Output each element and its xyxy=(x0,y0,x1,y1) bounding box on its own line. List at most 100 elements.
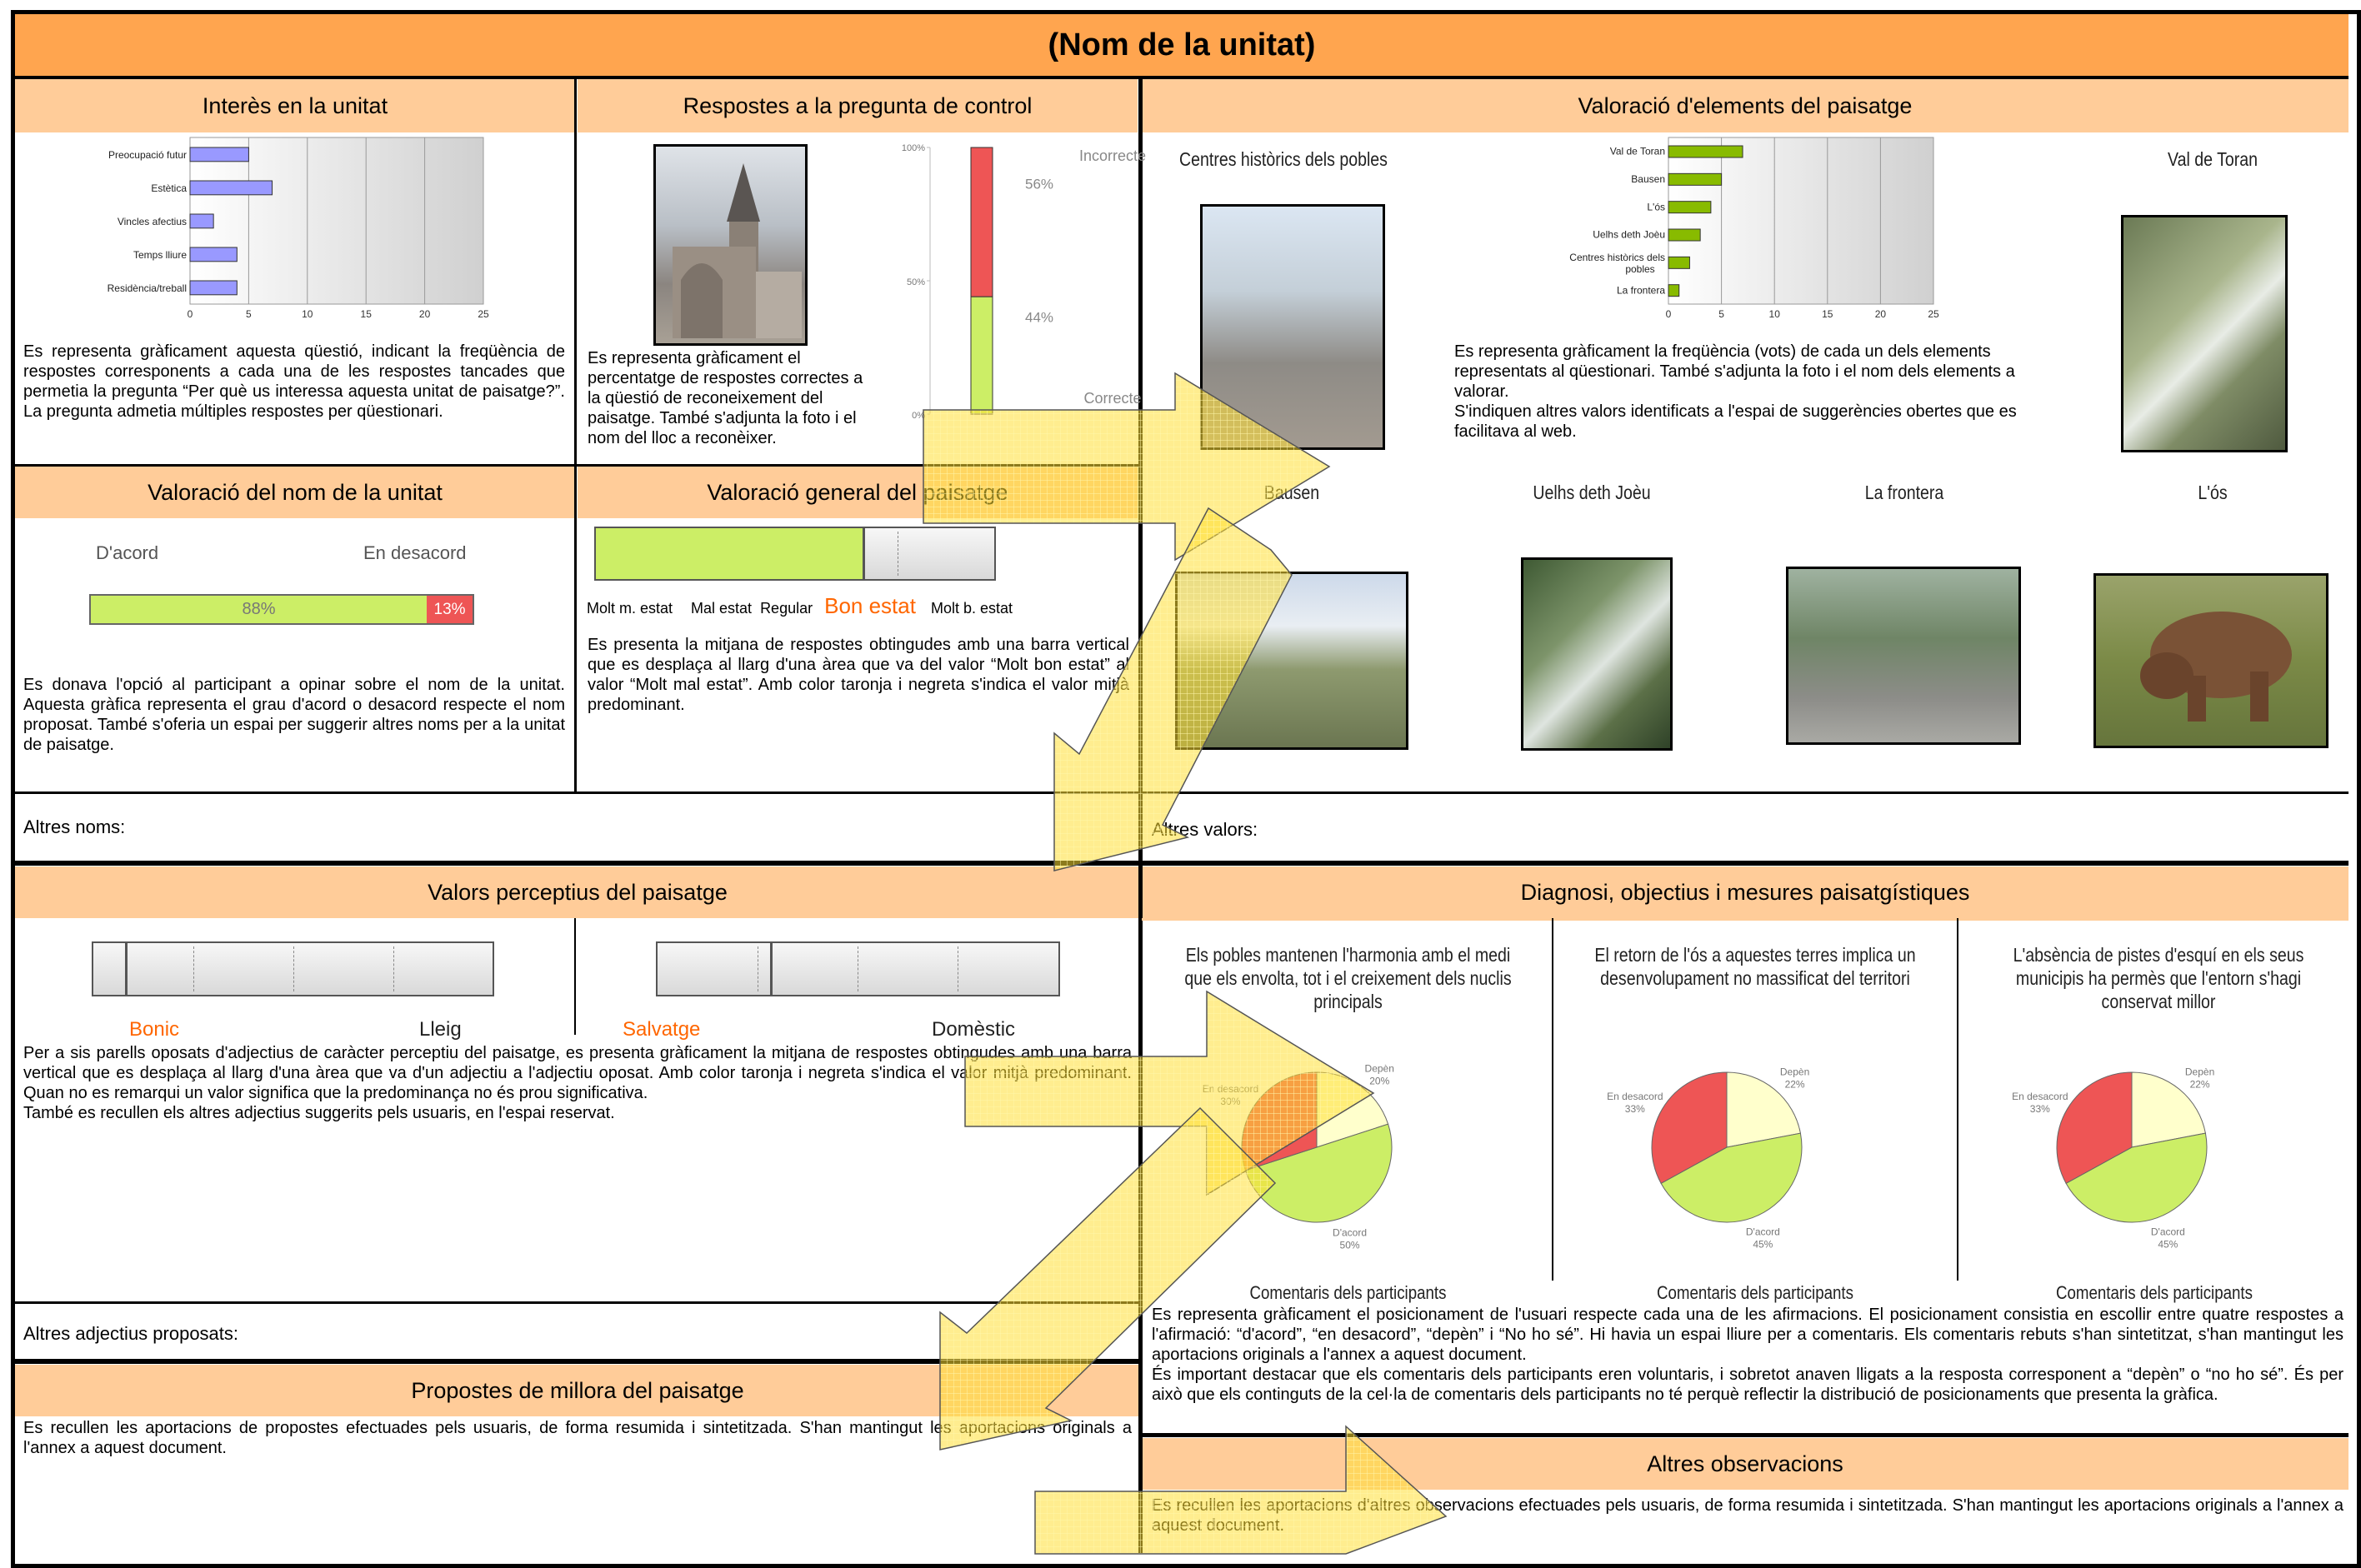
pie-label-line: 22% xyxy=(2190,1079,2210,1091)
control-description: Es representa gràficament el percentatge… xyxy=(588,349,863,447)
general-label-molt-bon: Molt b. estat xyxy=(930,600,1013,617)
nom-disagree-segment: 13% xyxy=(427,596,473,623)
control-tick-50: 50% xyxy=(907,277,925,287)
divider-diag-head xyxy=(1142,918,2348,921)
pair1-right-label: Lleig xyxy=(419,1018,462,1041)
pie-label-line: 45% xyxy=(1753,1238,1773,1250)
bar xyxy=(1668,228,1701,242)
divider-adjectius xyxy=(15,1301,1140,1304)
section-title-diagnosi: Diagnosi, objectius i mesures paisatgíst… xyxy=(1142,866,2348,918)
perceptius-description: Per a sis parells oposats d'adjectius de… xyxy=(23,1044,1132,1122)
altres-adjectius-label: Altres adjectius proposats: xyxy=(23,1323,239,1344)
category-label: L'ós xyxy=(1647,201,1665,212)
pie-label-line: D'acord xyxy=(1333,1227,1367,1239)
comments-label-3: Comentaris dels participants xyxy=(2056,1282,2253,1303)
scale1-tick-b xyxy=(293,946,294,991)
pie-label-line: 30% xyxy=(1220,1096,1240,1107)
diagnosi-description: Es representa gràficament el posicioname… xyxy=(1152,1306,2343,1404)
x-tick-label: 25 xyxy=(1928,308,1939,320)
x-tick-label: 20 xyxy=(419,308,431,320)
x-tick-label: 10 xyxy=(302,308,313,320)
divider-row2 xyxy=(15,464,1140,467)
photo-caption-uelhs: Uelhs deth Joèu xyxy=(1533,482,1651,503)
pair1-left-label: Bonic xyxy=(129,1018,180,1041)
photo-caption-centres: Centres històrics dels pobles xyxy=(1179,148,1388,170)
photo-centres xyxy=(1200,204,1385,450)
bar-correct xyxy=(970,296,993,415)
pie-label-line: 50% xyxy=(1340,1240,1360,1251)
bear-icon xyxy=(2140,612,2292,722)
plot-area xyxy=(189,137,484,305)
x-tick-label: 10 xyxy=(1769,308,1781,320)
category-label-line: Centres històrics dels xyxy=(1569,252,1665,263)
control-label-incorrect: Incorrecte xyxy=(1079,147,1146,164)
pie-label-line: Depèn xyxy=(1780,1066,1809,1078)
bar xyxy=(189,180,273,196)
general-scale xyxy=(594,527,996,581)
pie-label-line: 20% xyxy=(1369,1075,1389,1086)
x-tick-label: 15 xyxy=(361,308,373,320)
category-label: Bausen xyxy=(1631,173,1665,185)
divider-perceptius xyxy=(574,918,576,1035)
pair2-left-label: Salvatge xyxy=(623,1018,701,1041)
general-label-regular: Regular xyxy=(760,600,813,617)
x-tick-label: 5 xyxy=(246,308,252,320)
pie-label-line: 33% xyxy=(2030,1103,2050,1115)
x-tick-label: 20 xyxy=(1875,308,1887,320)
diagnosi-statement-3: L'absència de pistes d'esquí en els seus… xyxy=(2013,944,2304,1012)
general-scale-labels: Molt m. estat Mal estat Regular Bon esta… xyxy=(587,593,1013,619)
scale1-tick-a xyxy=(193,946,194,991)
photo-caption-frontera: La frontera xyxy=(1864,482,1944,503)
category-label: Preocupació futur xyxy=(108,149,187,161)
photo-uelhs xyxy=(1521,557,1673,751)
plot-area xyxy=(1668,137,1934,305)
general-label-mal: Mal estat xyxy=(691,600,753,617)
altres-valors-label: Altres valors: xyxy=(1152,819,1258,840)
x-tick-label: 5 xyxy=(1718,308,1724,320)
divider-row4 xyxy=(15,1359,1140,1364)
bar-incorrect xyxy=(970,147,993,297)
category-label: La frontera xyxy=(1617,284,1665,296)
bar xyxy=(189,213,214,229)
bar xyxy=(189,247,238,262)
pie-label-line: 45% xyxy=(2158,1238,2178,1250)
bar xyxy=(189,147,249,162)
x-tick-label: 15 xyxy=(1822,308,1833,320)
pie-slice xyxy=(1660,1132,1803,1223)
category-label: Vincles afectius xyxy=(118,216,187,227)
x-tick-label: 25 xyxy=(478,308,489,320)
divider-row3 xyxy=(15,861,2348,866)
nom-agree-segment: 88% xyxy=(91,596,428,623)
pie-label-line: 22% xyxy=(1785,1079,1805,1091)
propostes-description: Es recullen les aportacions de propostes… xyxy=(23,1419,1132,1457)
bar xyxy=(1668,201,1712,214)
bar-correct-label: 44% xyxy=(1025,310,1053,326)
nom-agree-label: D'acord xyxy=(96,542,159,563)
page-title: (Nom de la unitat) xyxy=(15,14,2348,79)
category-label: Uelhs deth Joèu xyxy=(1593,229,1665,241)
divider-upper-left xyxy=(574,76,577,792)
diagnosi-statement-1: Els pobles mantenen l'harmonia amb el me… xyxy=(1184,944,1512,1012)
scale1-tick-c xyxy=(393,946,394,991)
section-title-propostes: Propostes de millora del paisatge xyxy=(15,1365,1140,1416)
pie-label-line: Depèn xyxy=(2185,1066,2214,1078)
perceptius-scale-1 xyxy=(92,941,494,996)
church-icon xyxy=(673,163,802,338)
general-label-bon: Bon estat xyxy=(824,593,916,618)
pie-label-line: Depèn xyxy=(1365,1062,1394,1074)
pie-slice xyxy=(2065,1132,2208,1223)
divider-diag-2 xyxy=(1957,918,1958,1281)
category-label-line: pobles xyxy=(1625,263,1654,275)
interes-description: Es representa gràficament aquesta qüesti… xyxy=(23,342,565,421)
section-title-perceptius: Valors perceptius del paisatge xyxy=(15,866,1140,918)
elements-description: Es representa gràficament la freqüència … xyxy=(1454,342,2017,441)
control-tick-0: 0% xyxy=(912,411,925,421)
divider-altres xyxy=(15,791,2348,794)
